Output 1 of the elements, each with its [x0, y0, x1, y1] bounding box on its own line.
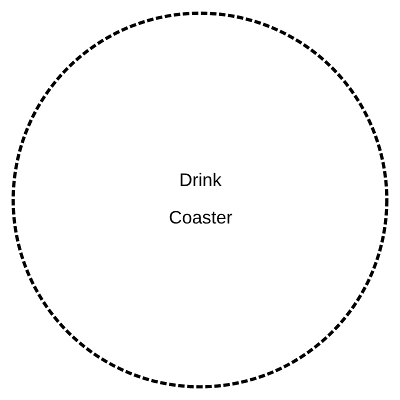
node-circle: Drink Coaster: [12, 12, 388, 388]
